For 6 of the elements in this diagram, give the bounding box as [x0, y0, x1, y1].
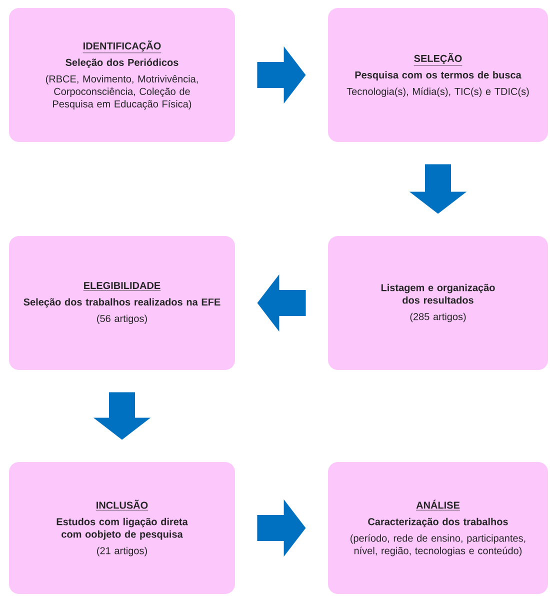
process-box: ELEGIBILIDADE Seleção dos trabalhos realizados na EFE (56 artigos)	[9, 236, 235, 370]
process-box: IDENTIFICAÇÃO Seleção dos Periódicos (RBCE, Movimento, Motrivivência, Corpoconsciência, Coleção de Pesquisa em Educação Física)	[9, 8, 235, 142]
process-box: ANÁLISE Caracterização dos trabalhos (período, rede de ensino, participantes, nível, região, tecnologias e conteúdo)	[328, 462, 548, 594]
process-box: SELEÇÃO Pesquisa com os termos de busca Tecnologia(s), Mídia(s), TIC(s) e TDIC(s)	[328, 8, 548, 142]
process-box: INCLUSÃO Estudos com ligação direta com oobjeto de pesquisa (21 artigos)	[9, 462, 235, 594]
process-box: Listagem e organização dos resultados (285 artigos)	[328, 236, 548, 370]
